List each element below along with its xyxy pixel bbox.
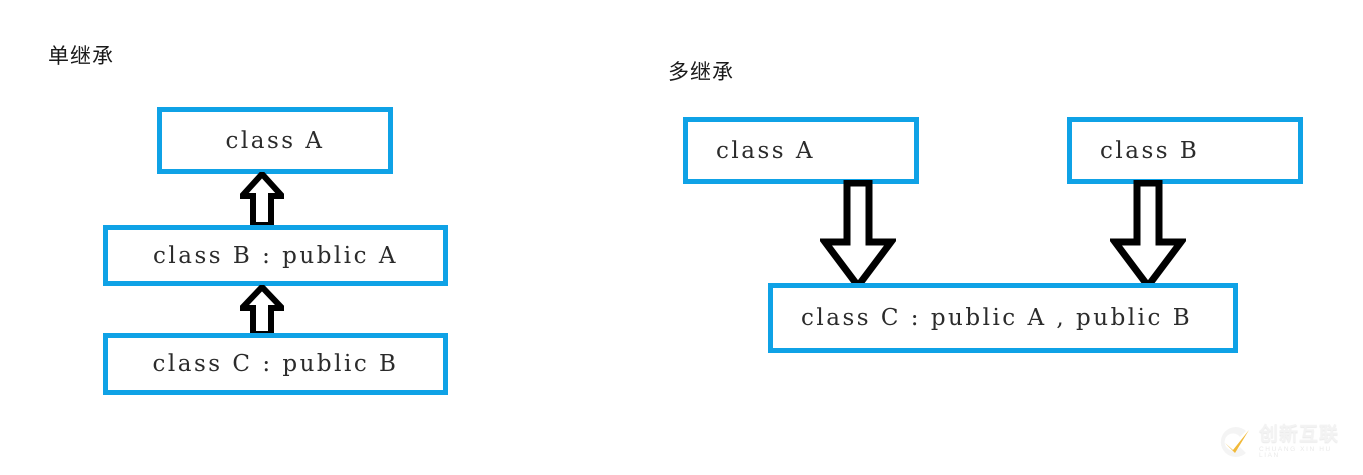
class-box-multi-class-a: class A <box>683 117 919 184</box>
class-box-label: class B : public A <box>153 242 398 269</box>
watermark: 创新互联 CHUANG XIN HU LIAN <box>1213 415 1355 469</box>
class-box-single-class-b: class B : public A <box>103 225 448 286</box>
class-box-label: class C : public A , public B <box>801 305 1193 331</box>
arrow-up-b-to-a-icon <box>240 172 284 227</box>
class-box-multi-class-c: class C : public A , public B <box>768 283 1238 353</box>
class-box-label: class C : public B <box>152 351 399 377</box>
brand-logo-icon <box>1213 422 1253 462</box>
class-box-label: class B <box>1100 137 1200 164</box>
watermark-pinyin: CHUANG XIN HU LIAN <box>1259 445 1332 459</box>
arrow-down-a-to-c-icon <box>820 180 896 290</box>
class-box-multi-class-b: class B <box>1067 117 1303 184</box>
section-title-single-inheritance: 单继承 <box>48 44 114 68</box>
class-box-label: class A <box>716 137 815 164</box>
class-box-single-class-a: class A <box>157 107 393 174</box>
watermark-brand: 创新互联 <box>1259 422 1340 445</box>
section-title-multiple-inheritance: 多继承 <box>668 60 734 84</box>
watermark-text: 创新互联 CHUANG XIN HU LIAN <box>1259 422 1355 460</box>
arrow-up-c-to-b-icon <box>240 285 284 336</box>
class-box-single-class-c: class C : public B <box>103 333 448 395</box>
class-box-label: class A <box>225 127 325 154</box>
arrow-down-b-to-c-icon <box>1110 180 1186 290</box>
